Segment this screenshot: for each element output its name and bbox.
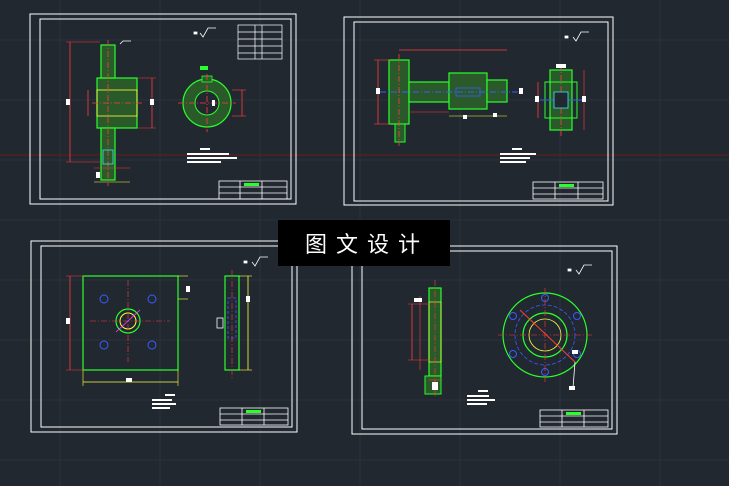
title-block <box>539 409 609 428</box>
roughness-symbol <box>567 264 592 275</box>
shaft-section-view <box>66 40 156 186</box>
roughness-symbol <box>243 256 268 267</box>
flange-front-view <box>498 288 592 390</box>
flange-section-view <box>408 280 442 398</box>
technical-notes <box>500 148 536 163</box>
sheet-top-left[interactable] <box>29 13 297 205</box>
technical-notes <box>187 148 237 163</box>
title-block <box>219 407 289 426</box>
title-block <box>218 180 288 200</box>
sheet-bottom-right[interactable] <box>351 245 618 435</box>
sheet-bottom-left[interactable] <box>30 240 298 433</box>
title-block <box>532 181 604 200</box>
roughness-symbol <box>564 31 589 42</box>
sheet-top-right[interactable] <box>343 16 614 206</box>
technical-notes <box>467 390 495 405</box>
watermark-banner: 图文设计 <box>278 220 450 266</box>
ring-front-view <box>178 66 246 132</box>
plate-side-view <box>216 270 252 378</box>
gear-side-view <box>535 64 586 136</box>
revision-table <box>237 24 283 60</box>
plate-top-view <box>66 275 190 386</box>
roughness-symbol <box>193 27 216 38</box>
technical-notes <box>152 394 176 409</box>
shaft-long-view <box>374 49 523 146</box>
